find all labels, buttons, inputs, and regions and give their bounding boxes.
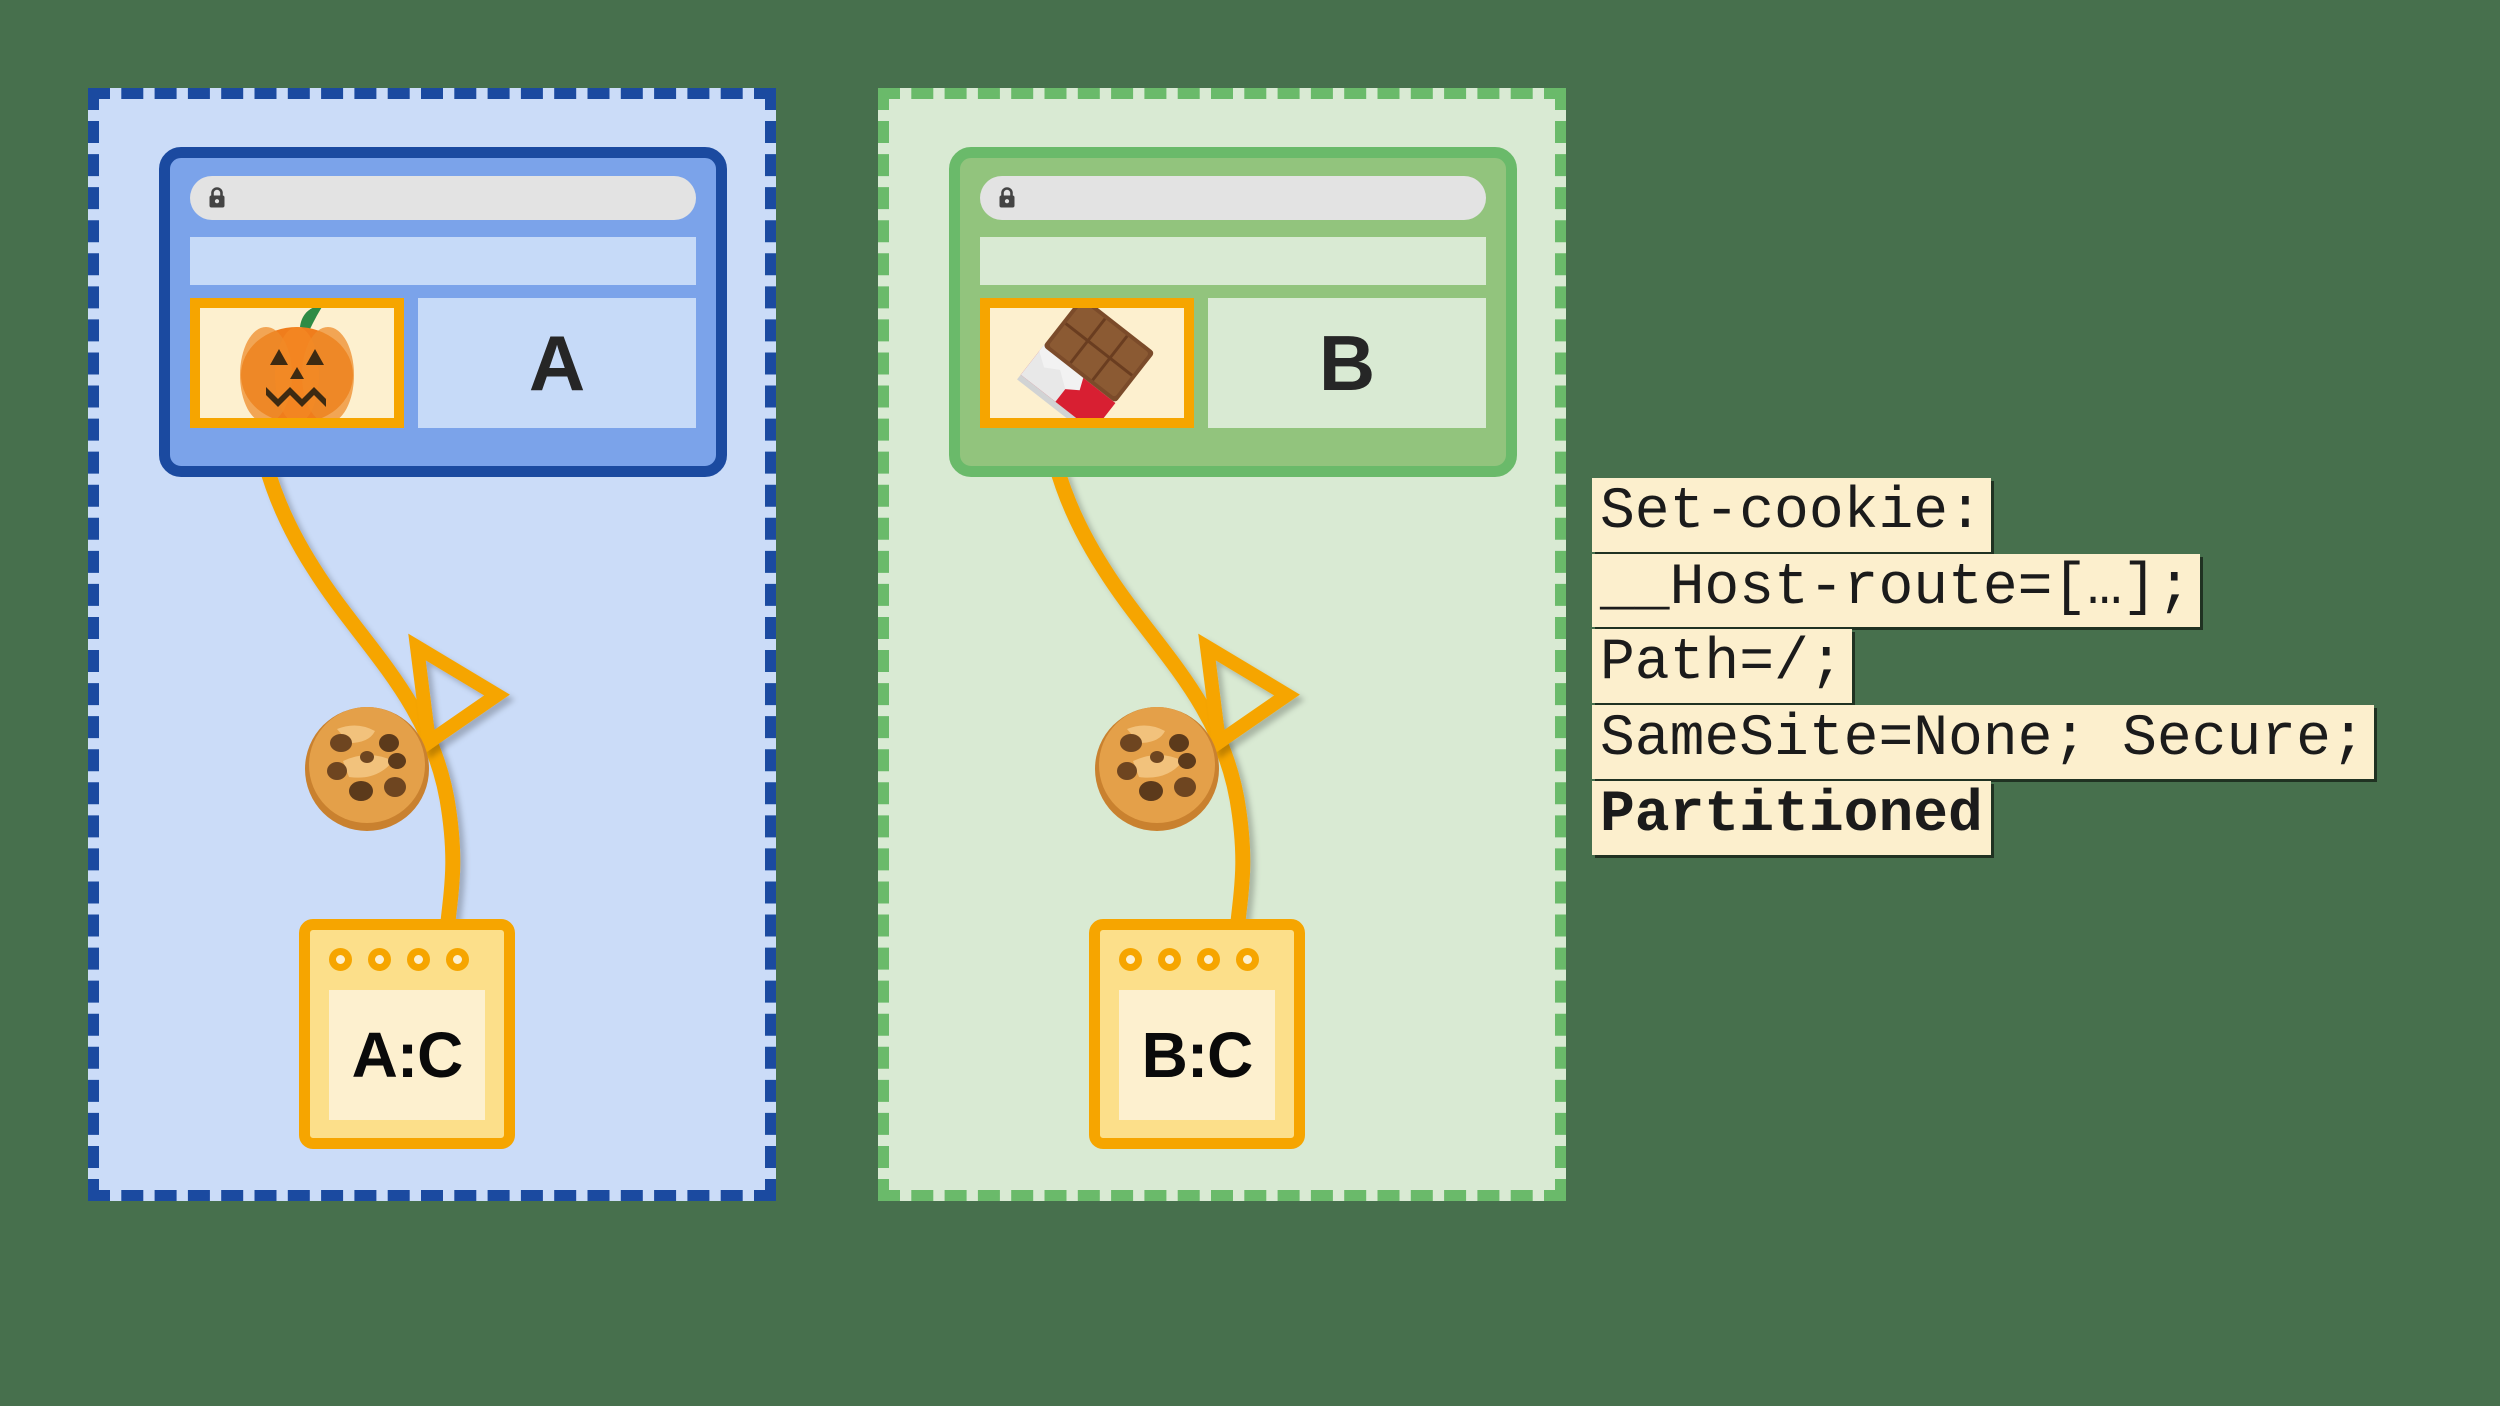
code-line: SameSite=None; Secure; — [1592, 705, 2374, 779]
page-content-bar-a — [190, 237, 696, 285]
site-letter-b: B — [1208, 298, 1486, 428]
storage-screen-b: B:C — [1119, 990, 1275, 1120]
code-line-partitioned: Partitioned — [1592, 780, 1991, 855]
site-context-panel-b: B B:C — [878, 88, 1566, 1201]
lock-icon — [999, 187, 1015, 208]
code-line: Set-cookie: — [1592, 478, 1991, 552]
storage-dots-b — [1119, 948, 1259, 971]
cookie-storage-box-a: A:C — [299, 919, 515, 1149]
code-line: Path=/; — [1592, 629, 1852, 704]
chocolate-bar-icon — [1017, 308, 1154, 418]
lock-icon — [209, 187, 225, 208]
jack-o-lantern-icon — [240, 308, 354, 418]
storage-dot — [1119, 948, 1142, 971]
embedded-iframe-b — [980, 298, 1194, 428]
page-content-bar-b — [980, 237, 1486, 285]
storage-dot — [407, 948, 430, 971]
storage-dot — [1158, 948, 1181, 971]
storage-screen-a: A:C — [329, 990, 485, 1120]
site-letter-a: A — [418, 298, 696, 428]
storage-dot — [446, 948, 469, 971]
browser-window-a: A — [159, 147, 727, 477]
cookie-icon — [1095, 707, 1219, 831]
code-line: __Host-route=[…]; — [1592, 553, 2200, 628]
site-context-panel-a: A A:C — [88, 88, 776, 1201]
storage-dot — [1197, 948, 1220, 971]
url-bar-b[interactable] — [980, 176, 1486, 220]
storage-partition-key-b: B:C — [1141, 1019, 1254, 1091]
storage-dot — [1236, 948, 1259, 971]
embedded-iframe-a — [190, 298, 404, 428]
storage-dot — [329, 948, 352, 971]
set-cookie-header-code: Set-cookie: __Host-route=[…]; Path=/; Sa… — [1592, 478, 2374, 857]
page-row-b: B — [980, 298, 1486, 428]
browser-window-b: B — [949, 147, 1517, 477]
cookie-icon — [305, 707, 429, 831]
storage-partition-key-a: A:C — [351, 1019, 464, 1091]
page-row-a: A — [190, 298, 696, 428]
storage-dot — [368, 948, 391, 971]
storage-dots-a — [329, 948, 469, 971]
url-bar-a[interactable] — [190, 176, 696, 220]
cookie-storage-box-b: B:C — [1089, 919, 1305, 1149]
